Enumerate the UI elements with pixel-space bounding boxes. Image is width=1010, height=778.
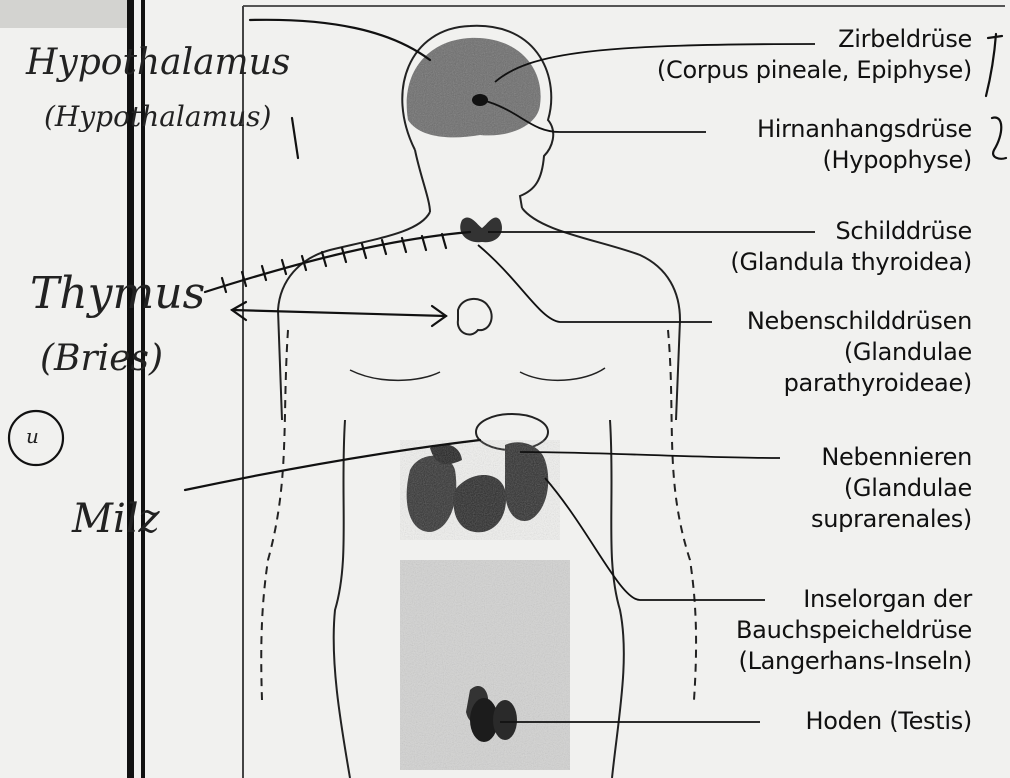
label-inselorgan-line-2: Bauchspeicheldrüse bbox=[736, 615, 972, 646]
label-inselorgan-line-3: (Langerhans-Inseln) bbox=[736, 646, 972, 677]
label-nebenschilddruesen: Nebenschilddrüsen (Glandulae parathyroid… bbox=[747, 306, 972, 399]
label-nebennieren-line-2: (Glandulae bbox=[811, 473, 972, 504]
label-schilddruese: Schilddrüse (Glandula thyroidea) bbox=[730, 216, 972, 278]
leader-insel bbox=[545, 478, 765, 600]
thyroid-gland bbox=[460, 218, 502, 243]
scan-noise bbox=[0, 0, 130, 28]
label-hoden: Hoden (Testis) bbox=[805, 706, 972, 737]
pelvis-shading bbox=[400, 560, 570, 770]
pituitary-gland bbox=[472, 94, 488, 106]
label-hoden-line-1: Hoden (Testis) bbox=[805, 706, 972, 737]
label-hirnanhangsdruese: Hirnanhangsdrüse (Hypophyse) bbox=[757, 114, 972, 176]
label-nebennieren-line-3: suprarenales) bbox=[811, 504, 972, 535]
label-nebenschilddruesen-line-3: parathyroideae) bbox=[747, 368, 972, 399]
handwritten-circle-mark: u bbox=[26, 424, 39, 448]
label-schilddruese-line-1: Schilddrüse bbox=[730, 216, 972, 247]
handwritten-hypothalamus: Hypothalamus bbox=[26, 42, 290, 83]
label-nebenschilddruesen-line-2: (Glandulae bbox=[747, 337, 972, 368]
label-inselorgan: Inselorgan der Bauchspeicheldrüse (Lange… bbox=[736, 584, 972, 677]
abdominal-organs bbox=[400, 414, 560, 540]
label-zirbeldruese: Zirbeldrüse (Corpus pineale, Epiphyse) bbox=[657, 24, 972, 86]
handwritten-hypothalamus-sub: (Hypothalamus) bbox=[44, 100, 271, 133]
label-zirbeldruese-line-1: Zirbeldrüse bbox=[657, 24, 972, 55]
label-nebennieren-line-1: Nebennieren bbox=[811, 442, 972, 473]
label-nebenschilddruesen-line-1: Nebenschilddrüsen bbox=[747, 306, 972, 337]
label-inselorgan-line-1: Inselorgan der bbox=[736, 584, 972, 615]
label-hirnanhangsdruese-line-2: (Hypophyse) bbox=[757, 145, 972, 176]
handwritten-thymus: Thymus bbox=[30, 268, 205, 319]
label-zirbeldruese-line-2: (Corpus pineale, Epiphyse) bbox=[657, 55, 972, 86]
handwritten-thymus-sub: (Bries) bbox=[40, 338, 163, 379]
brain-illustration bbox=[407, 38, 541, 137]
label-hirnanhangsdruese-line-1: Hirnanhangsdrüse bbox=[757, 114, 972, 145]
label-schilddruese-line-2: (Glandula thyroidea) bbox=[730, 247, 972, 278]
thymus-illustration bbox=[458, 299, 492, 335]
leader-nebenschild bbox=[478, 245, 712, 322]
handwritten-milz: Milz bbox=[72, 496, 160, 542]
label-nebennieren: Nebennieren (Glandulae suprarenales) bbox=[811, 442, 972, 535]
